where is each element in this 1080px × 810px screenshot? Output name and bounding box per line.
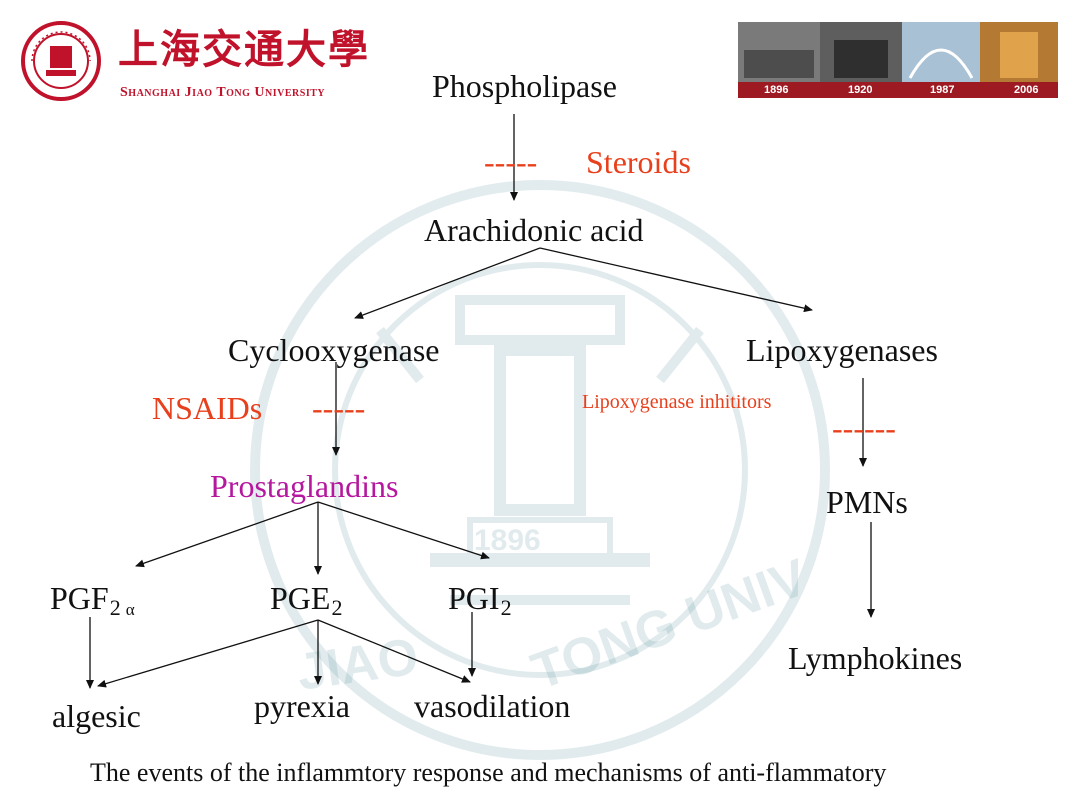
pgf-label: PGF xyxy=(50,580,109,616)
arrow-arachidonic-cyclooxygenase xyxy=(354,247,541,319)
node-pmns: PMNs xyxy=(826,484,908,520)
year-label-1: 1896 xyxy=(764,84,789,96)
node-lymphokines: Lymphokines xyxy=(788,640,963,676)
node-vasodilation: vasodilation xyxy=(414,688,571,724)
watermark-year: 1896 xyxy=(474,524,541,557)
university-name-cn: 上海交通大學 xyxy=(118,26,370,73)
year-label-4: 2006 xyxy=(1014,84,1039,96)
node-pgi2: PGI2 xyxy=(448,580,512,619)
arrow-pge-vasodilation xyxy=(317,619,471,683)
university-name-en: Shanghai Jiao Tong University xyxy=(120,85,326,100)
node-algesic: algesic xyxy=(52,698,141,734)
nsaids-inhibition-dash: ----- xyxy=(312,390,366,426)
node-arachidonic-acid: Arachidonic acid xyxy=(424,212,644,248)
pgf-subscript: 2 xyxy=(109,595,121,620)
arrow-pge-algesic xyxy=(97,619,319,688)
steroids-inhibition-dash: ----- xyxy=(484,144,538,180)
year-label-2: 1920 xyxy=(848,84,873,96)
pge-label: PGE xyxy=(270,580,331,616)
pgi-label: PGI xyxy=(448,580,500,616)
figure-caption: The events of the inflammtory response a… xyxy=(90,758,887,787)
label-steroids: Steroids xyxy=(586,144,691,180)
label-nsaids: NSAIDs xyxy=(152,390,263,426)
arrow-prostaglandins-pgi xyxy=(317,501,490,560)
arrow-arachidonic-lipoxygenases xyxy=(539,247,813,313)
node-pyrexia: pyrexia xyxy=(254,688,350,724)
node-prostaglandins: Prostaglandins xyxy=(210,468,399,504)
node-cyclooxygenase: Cyclooxygenase xyxy=(228,332,440,368)
label-lipoxygenase-inhibitors: Lipoxygenase inhititors xyxy=(582,391,772,413)
university-seal-icon xyxy=(21,21,101,101)
pgi-subscript: 2 xyxy=(500,595,512,620)
node-phospholipase: Phospholipase xyxy=(432,68,617,104)
pgf-alpha: α xyxy=(125,600,135,619)
year-label-3: 1987 xyxy=(930,84,955,96)
lipoxygenase-inhibition-dash: ------ xyxy=(832,410,896,446)
arrow-prostaglandins-pgf xyxy=(135,501,319,568)
history-photo-strip xyxy=(738,22,1058,98)
pge-subscript: 2 xyxy=(331,595,343,620)
node-lipoxygenases: Lipoxygenases xyxy=(746,332,938,368)
node-pge2: PGE2 xyxy=(270,580,342,619)
